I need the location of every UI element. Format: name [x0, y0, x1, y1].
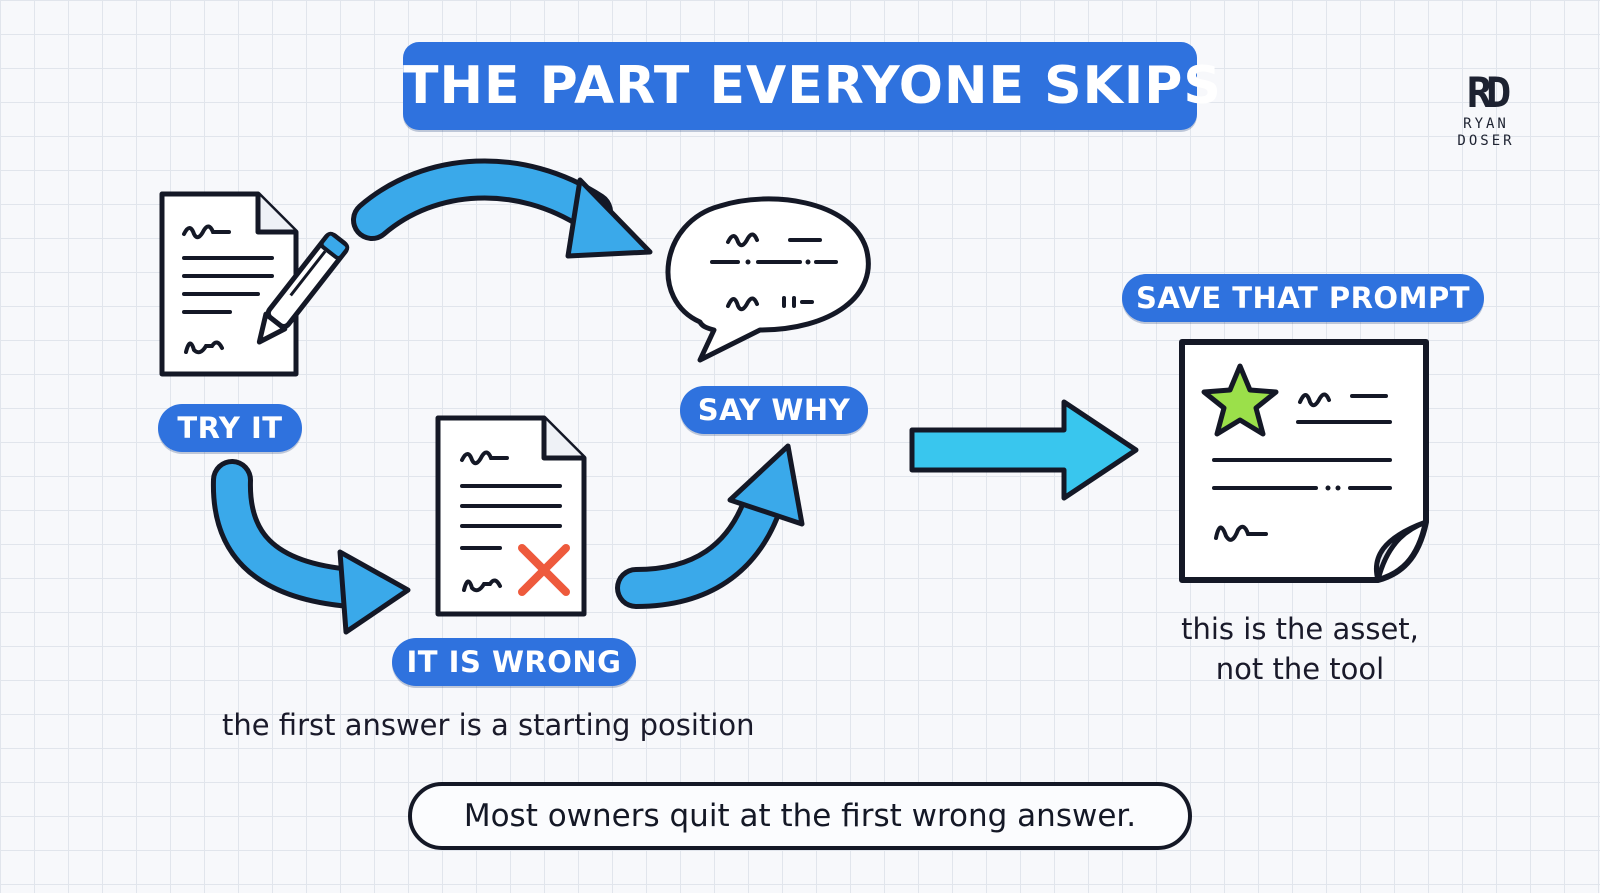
brand-logo: RD RYAN DOSER	[1446, 70, 1526, 150]
curved-arrow-icon	[351, 158, 653, 259]
starred-document-icon	[1179, 339, 1429, 583]
step-say-why: SAY WHY	[680, 386, 868, 434]
note-asset-line1: this is the asset,	[1181, 612, 1419, 646]
step-it-is-wrong: IT IS WRONG	[392, 638, 636, 686]
curved-arrow-icon	[210, 459, 411, 635]
note-first-answer: the first answer is a starting position	[222, 708, 755, 742]
bottom-message: Most owners quit at the first wrong answ…	[408, 782, 1192, 850]
logo-name-last: DOSER	[1457, 133, 1515, 149]
logo-mark: RD	[1466, 68, 1512, 117]
step-try-it: TRY IT	[158, 404, 302, 452]
page-title: THE PART EVERYONE SKIPS	[403, 42, 1221, 130]
speech-bubble-icon	[665, 196, 871, 363]
logo-name-first: RYAN	[1463, 116, 1509, 132]
document-pen-icon	[159, 191, 350, 377]
step-save-that-prompt: SAVE THAT PROMPT	[1122, 274, 1484, 322]
document-error-icon	[435, 415, 587, 617]
note-asset-line2: not the tool	[1215, 652, 1385, 686]
straight-arrow-icon	[909, 399, 1139, 501]
curved-arrow-icon	[615, 443, 805, 609]
